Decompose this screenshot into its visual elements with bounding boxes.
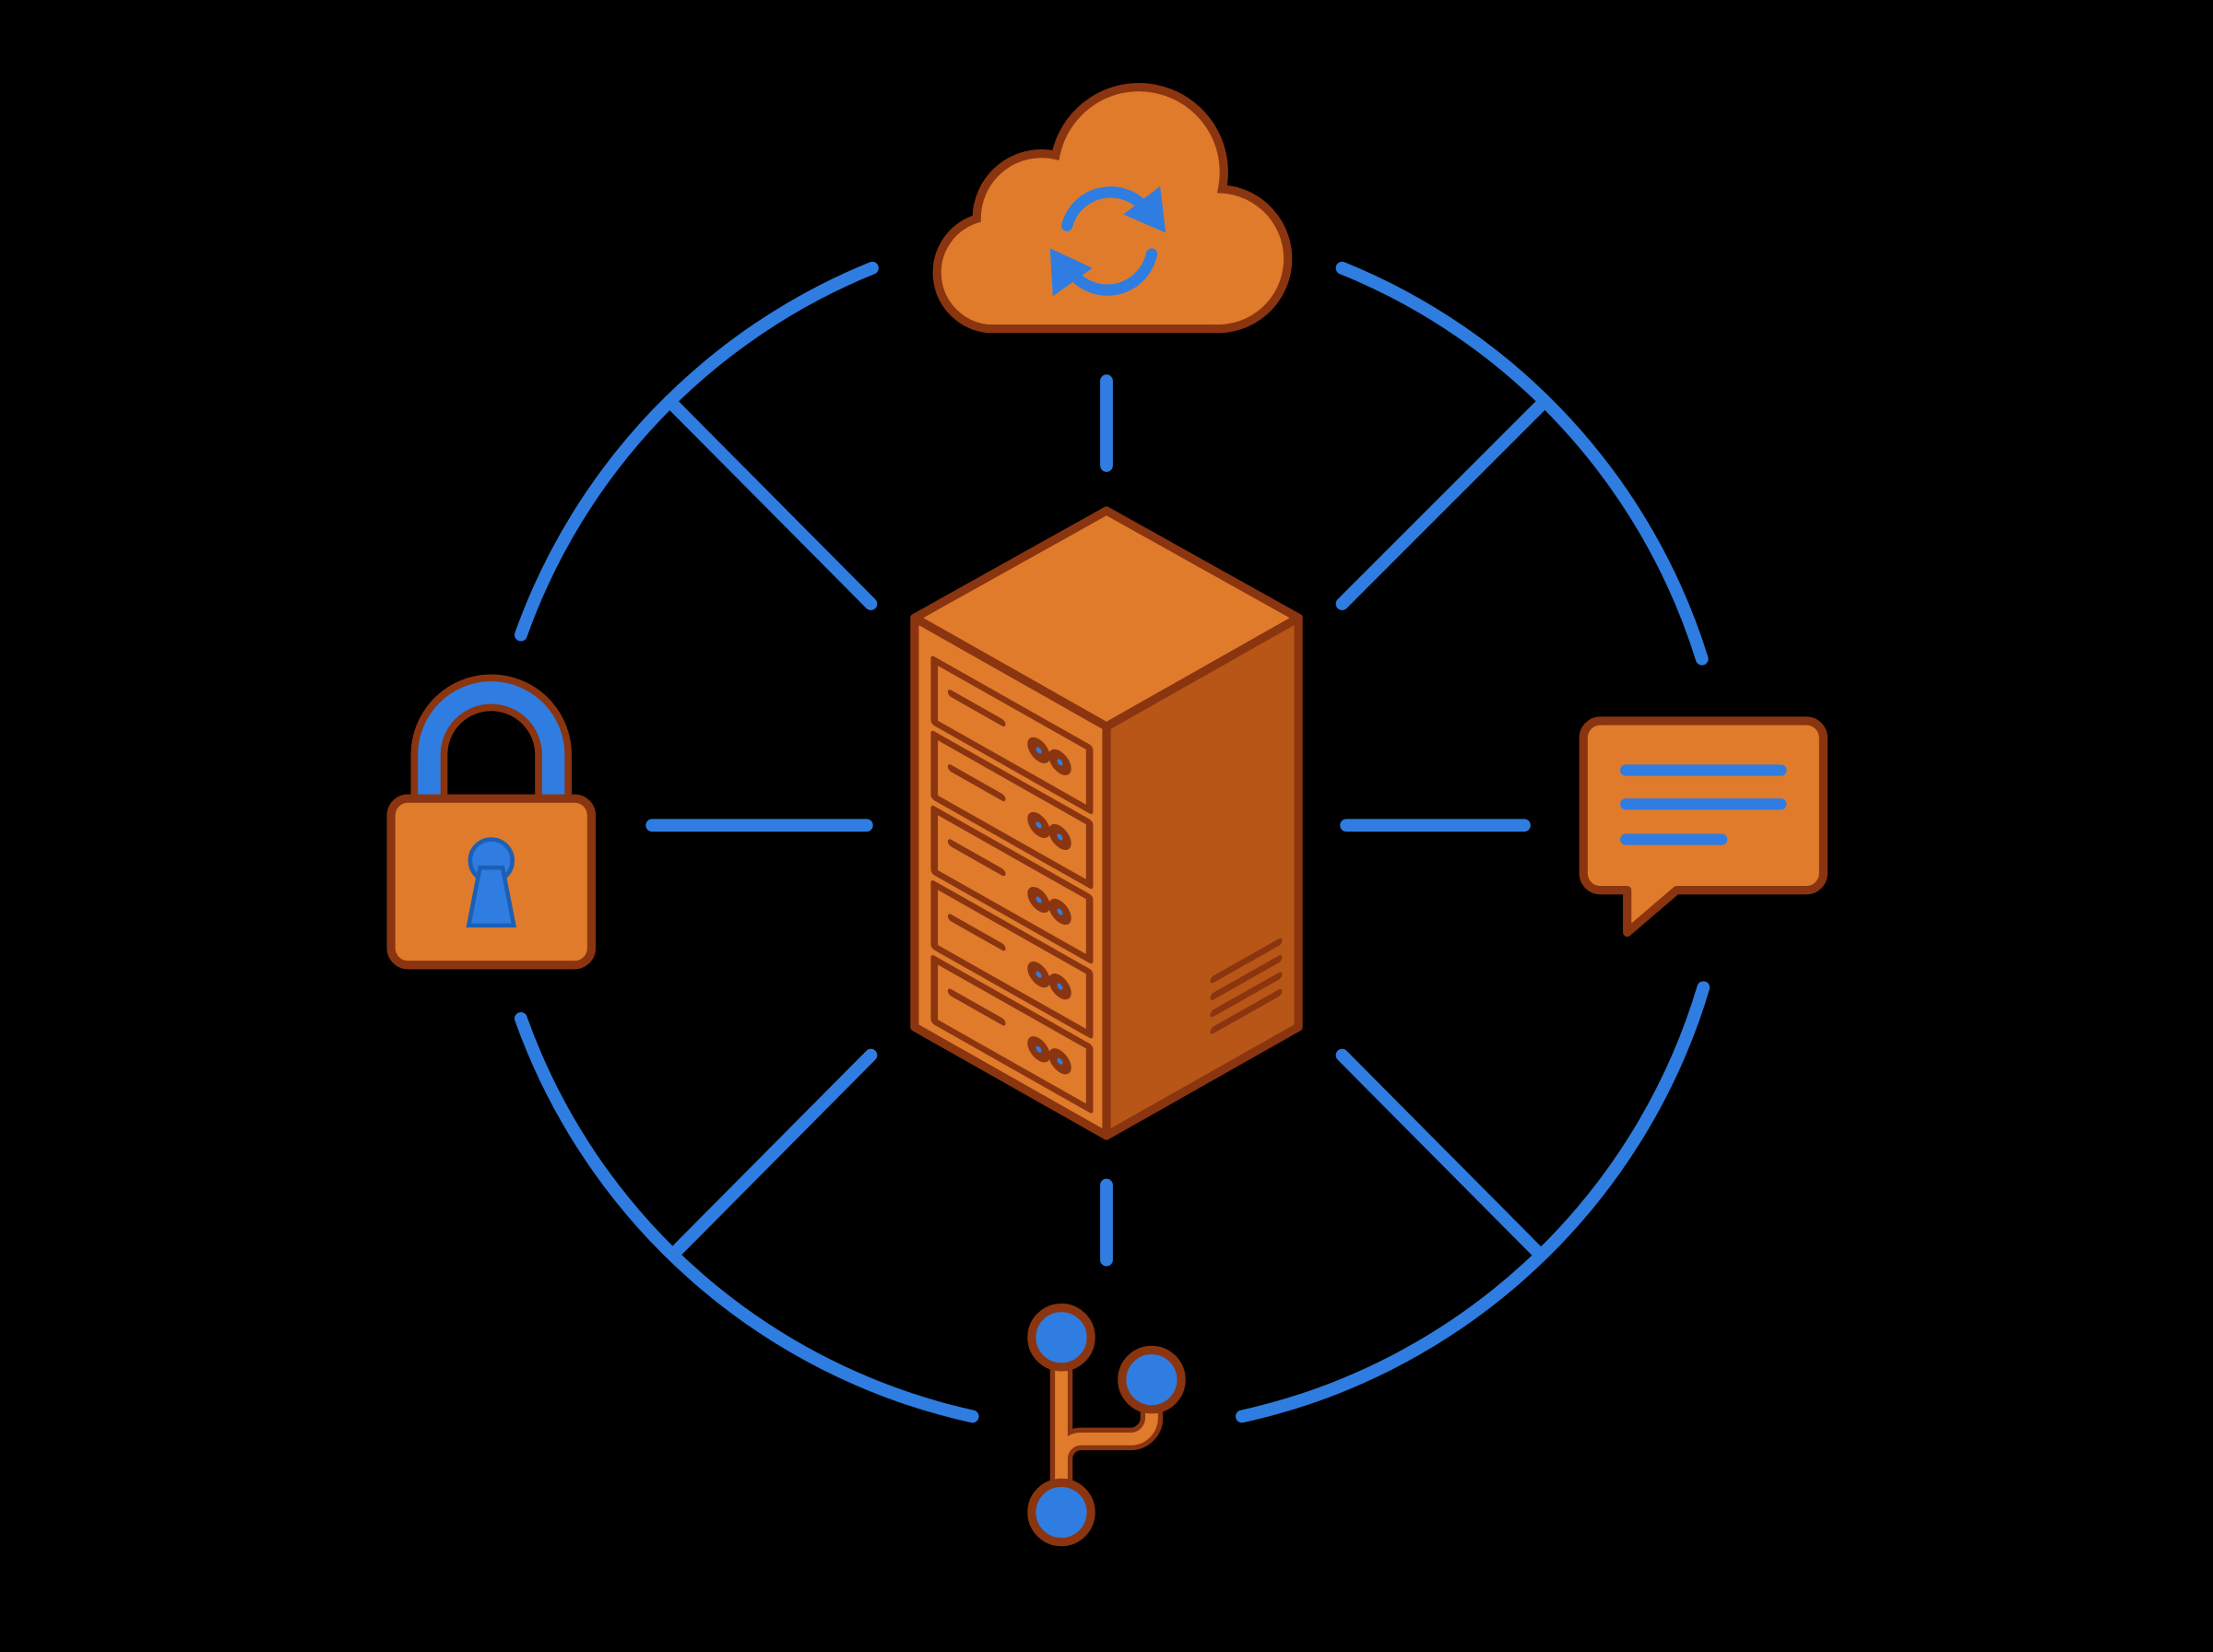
- server-bay: [930, 655, 1094, 815]
- padlock-icon: [386, 674, 597, 970]
- status-led: [1027, 962, 1050, 988]
- vent-line: [1210, 988, 1283, 1034]
- vent-line: [1210, 938, 1283, 984]
- ring-arc-top-right: [1335, 261, 1709, 666]
- cloud-sync-icon: [932, 82, 1293, 334]
- status-led: [1048, 974, 1071, 1000]
- keyhole-icon: [466, 837, 517, 928]
- server-bay: [930, 955, 1094, 1114]
- spoke-top-left: [668, 399, 878, 610]
- server-bay: [930, 805, 1094, 964]
- status-led: [1048, 898, 1071, 926]
- spoke-top-right: [1335, 399, 1546, 610]
- server-bay: [930, 879, 1094, 1039]
- branch-node: [1027, 1478, 1095, 1547]
- status-led: [1027, 811, 1050, 839]
- cloud-shape: [932, 82, 1293, 334]
- bay-handle: [947, 914, 1006, 951]
- branch-node: [1027, 1304, 1095, 1372]
- vent-line: [1210, 972, 1283, 1018]
- status-led: [1027, 886, 1050, 914]
- chat-text-lines: [1620, 764, 1787, 845]
- ring-arc-bottom-left: [515, 1012, 979, 1423]
- branch-node: [1118, 1345, 1186, 1414]
- git-branch-icon: [1027, 1304, 1186, 1547]
- status-led: [1027, 737, 1050, 763]
- chat-bubble-icon: [1579, 716, 1828, 938]
- bay-handle: [947, 690, 1006, 727]
- spoke-bottom-left: [668, 1048, 878, 1259]
- ring-arc-bottom-right: [1236, 981, 1710, 1423]
- spokes: [645, 374, 1546, 1267]
- status-led: [1048, 823, 1071, 851]
- bay-handle: [947, 839, 1006, 877]
- status-led: [1027, 1036, 1050, 1063]
- spoke-bottom-right: [1335, 1048, 1545, 1259]
- bay-handle: [947, 988, 1006, 1026]
- server-bay: [930, 730, 1094, 890]
- bay-handle: [947, 764, 1006, 802]
- connection-ring: [515, 261, 1710, 1423]
- ring-arc-top-left: [515, 261, 879, 642]
- status-led: [1048, 749, 1071, 775]
- sync-arrows-icon: [1061, 186, 1158, 296]
- vent-line: [1210, 955, 1283, 1000]
- status-led: [1048, 1048, 1071, 1075]
- server-rack-icon: [910, 506, 1303, 1140]
